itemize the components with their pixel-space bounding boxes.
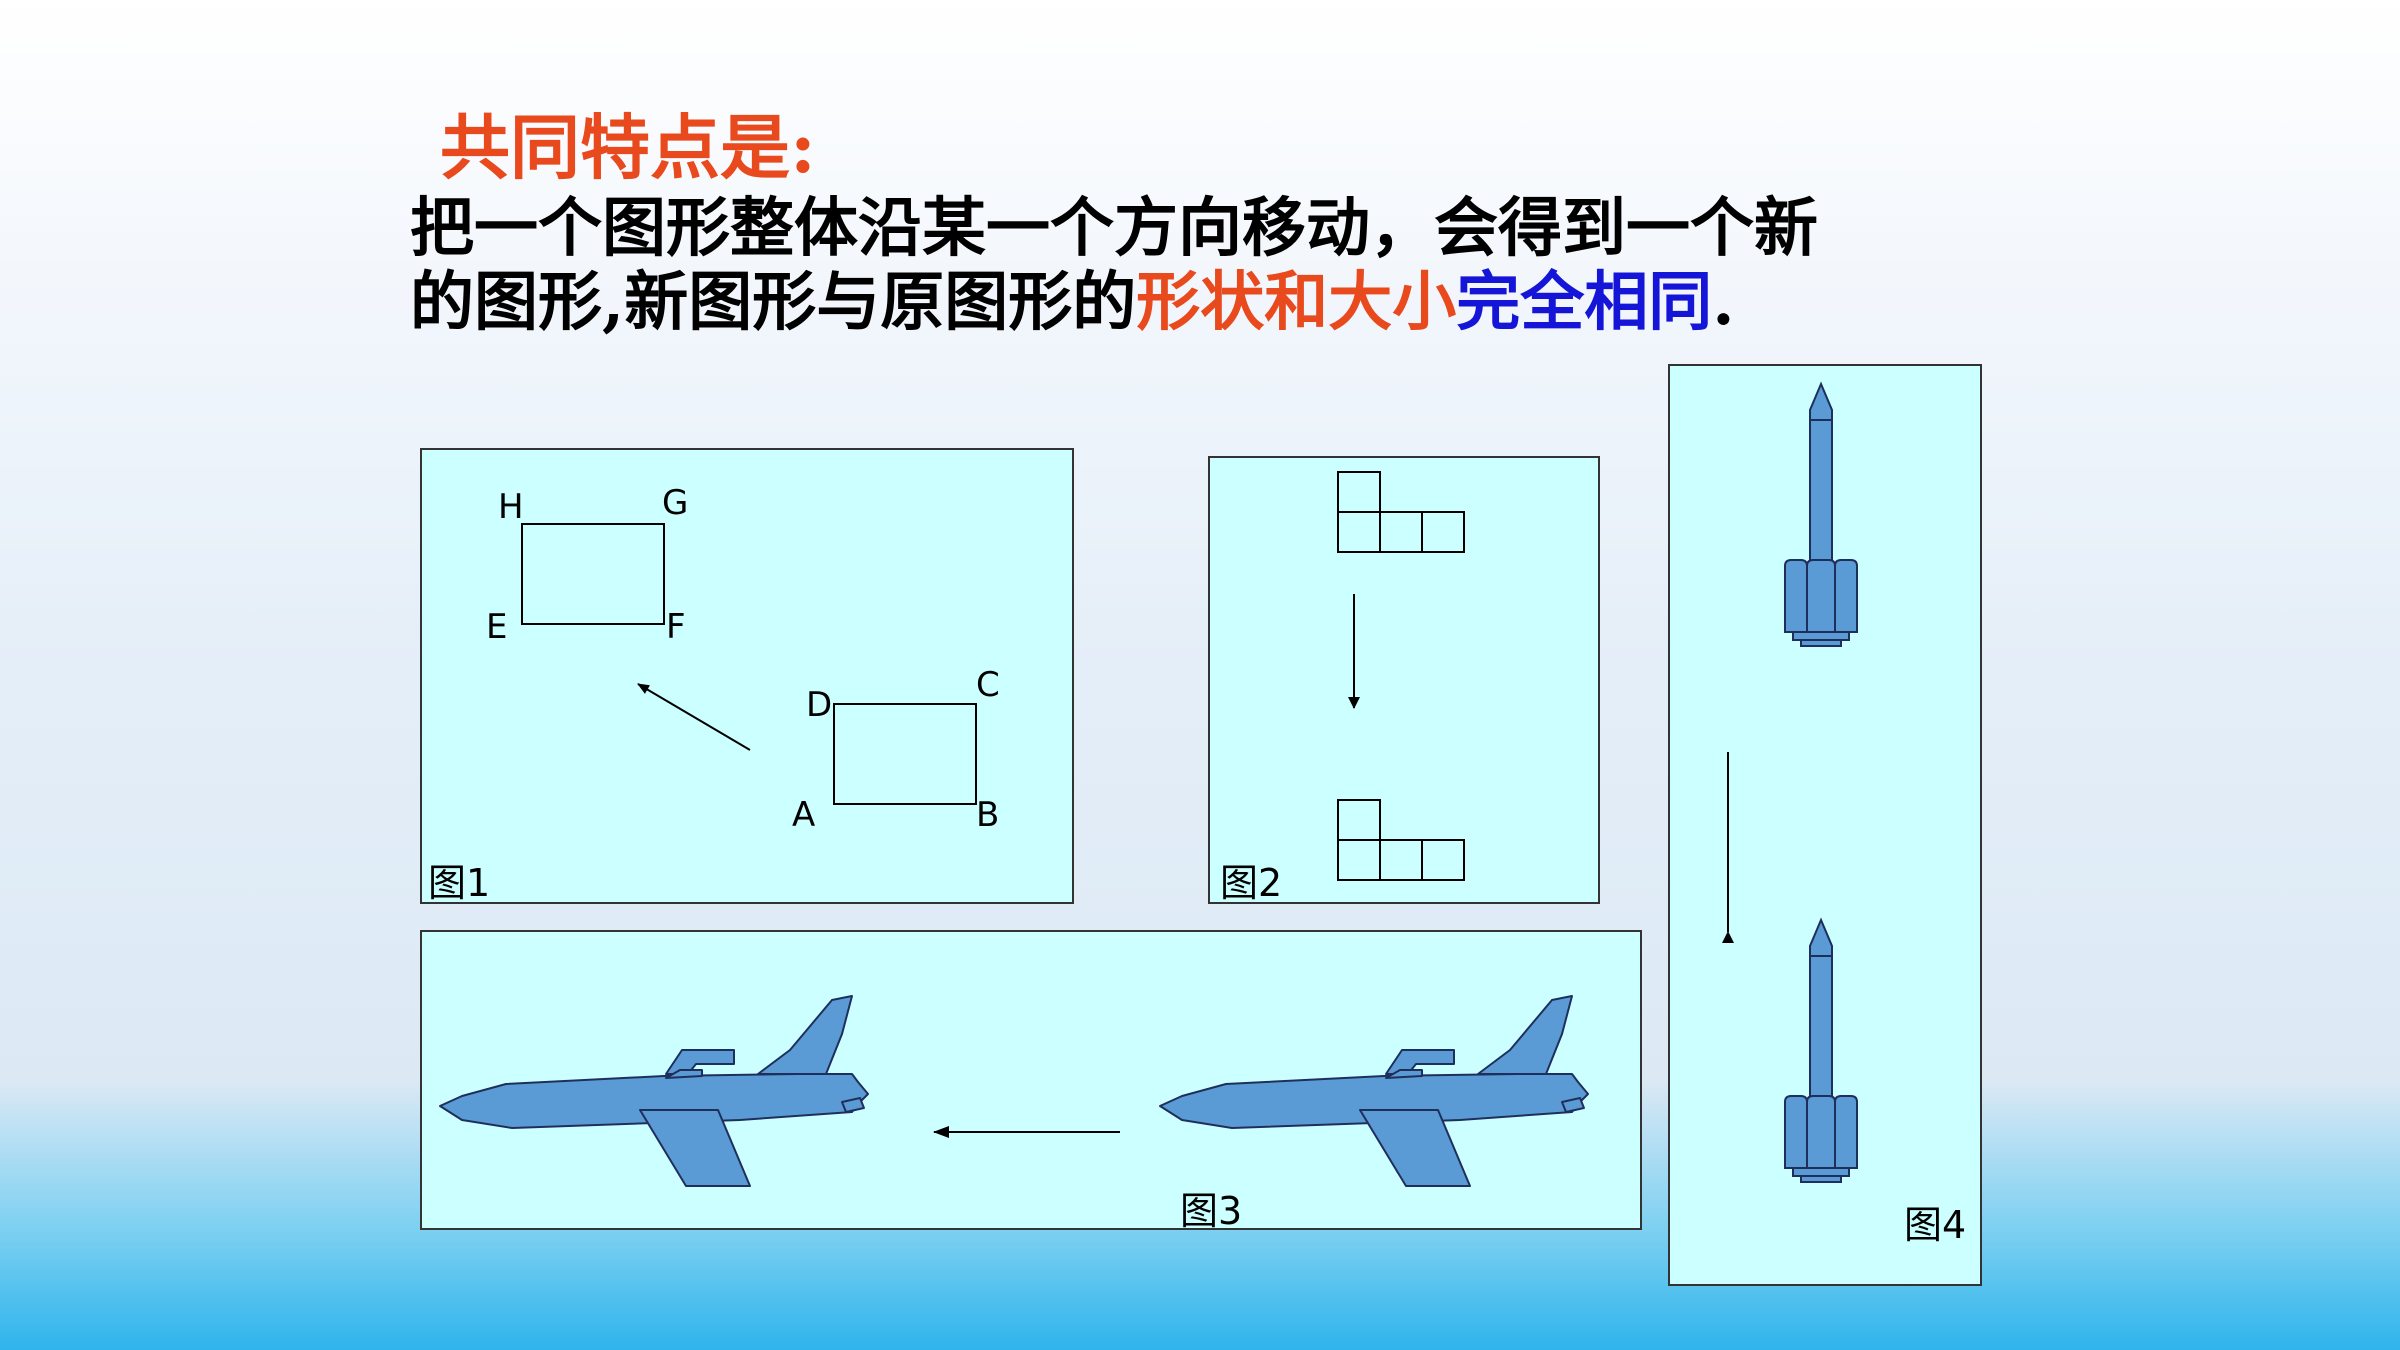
label-g: G bbox=[662, 483, 688, 523]
label-c: C bbox=[976, 665, 1000, 705]
figure-1-panel: H G E F D C A B 图1 bbox=[420, 448, 1074, 905]
figure-3-diagram: 图3 bbox=[439, 995, 1589, 1233]
figure-2-diagram: 图2 bbox=[1220, 471, 1465, 905]
translation-arrow bbox=[637, 683, 751, 751]
rectangle-abcd bbox=[833, 703, 977, 805]
airplane-translated bbox=[439, 995, 869, 1187]
highlight-identical: 完全相同 bbox=[1456, 265, 1713, 340]
highlight-shape-size: 形状和大小 bbox=[1136, 265, 1457, 340]
label-a: A bbox=[792, 795, 815, 835]
rocket-original bbox=[1784, 919, 1858, 1183]
l-shape-original bbox=[1337, 471, 1465, 553]
figure-4-diagram: 图4 bbox=[1722, 383, 1966, 1247]
figure-4-caption: 图4 bbox=[1904, 1203, 1966, 1247]
statement-line-2: 的图形,新图形与原图形的形状和大小完全相同. bbox=[410, 266, 1970, 340]
figure-1-caption: 图1 bbox=[428, 861, 490, 905]
statement-line-2-end: . bbox=[1712, 265, 1735, 340]
label-d: D bbox=[806, 685, 832, 725]
statement: 把一个图形整体沿某一个方向移动，会得到一个新 的图形,新图形与原图形的形状和大小… bbox=[410, 192, 1970, 340]
label-b: B bbox=[976, 795, 999, 835]
figure-2-caption: 图2 bbox=[1220, 861, 1282, 905]
figure-1-diagram: H G E F D C A B 图1 bbox=[428, 483, 1000, 905]
l-shape-translated bbox=[1337, 799, 1465, 881]
label-h: H bbox=[498, 487, 524, 527]
figure-2-panel: 图2 bbox=[1208, 456, 1600, 905]
heading: 共同特点是: bbox=[440, 106, 816, 189]
statement-line-1: 把一个图形整体沿某一个方向移动，会得到一个新 bbox=[410, 191, 1818, 266]
rocket-translated bbox=[1784, 383, 1858, 647]
label-e: E bbox=[486, 607, 507, 647]
rectangle-efgh bbox=[521, 523, 665, 625]
label-f: F bbox=[666, 607, 686, 647]
figure-3-caption: 图3 bbox=[1180, 1189, 1242, 1233]
statement-line-2-start: 的图形,新图形与原图形的 bbox=[410, 265, 1137, 340]
figure-3-panel: 图3 bbox=[420, 930, 1642, 1233]
airplane-original bbox=[1159, 995, 1589, 1187]
figure-4-panel: 图4 bbox=[1668, 364, 1982, 1286]
